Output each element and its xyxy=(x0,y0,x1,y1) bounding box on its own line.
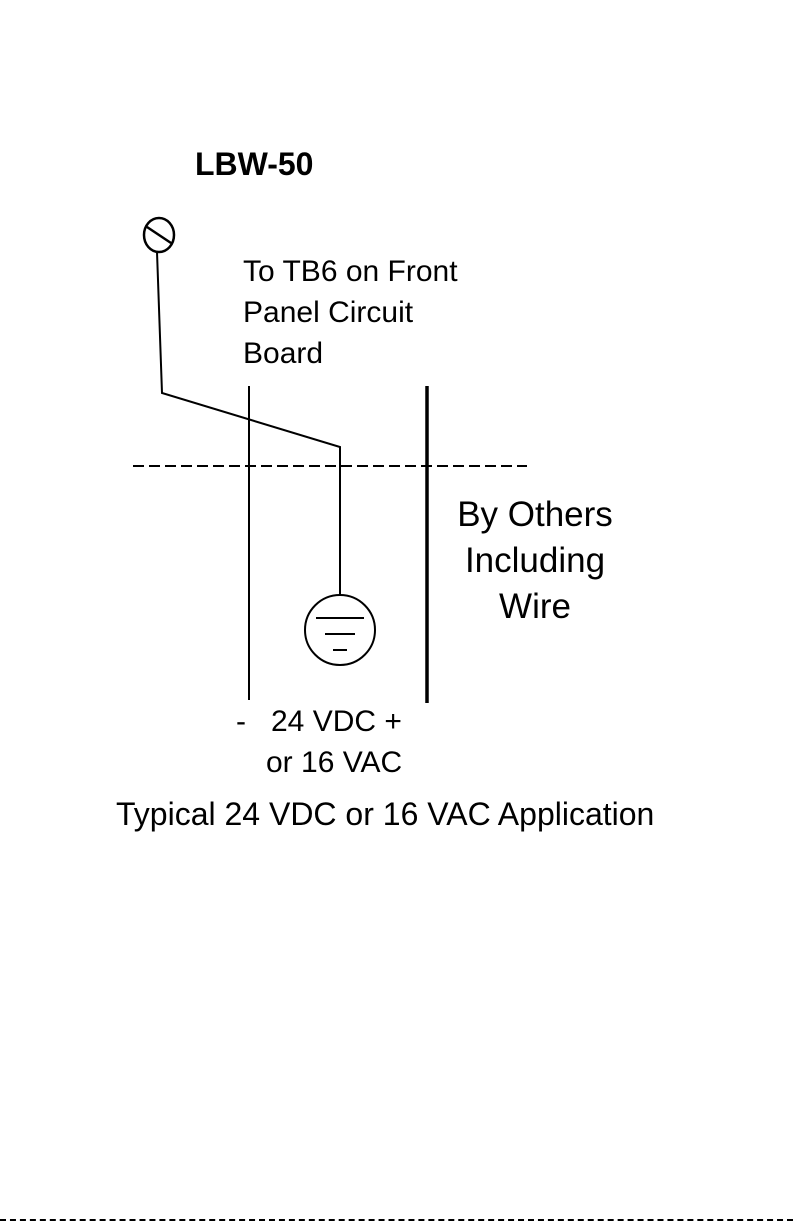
field-wiring-note-line: Wire xyxy=(425,587,645,627)
supply-polarity-label: - 24 VDC + xyxy=(236,705,402,739)
page-edge-rule xyxy=(0,1219,793,1221)
destination-line: Board xyxy=(243,337,323,371)
supply-alt-label: or 16 VAC xyxy=(266,746,402,780)
destination-line: To TB6 on Front xyxy=(243,255,458,289)
screw-terminal-icon xyxy=(144,218,174,252)
diagram-caption: Typical 24 VDC or 16 VAC Application xyxy=(116,796,654,833)
destination-line: Panel Circuit xyxy=(243,296,413,330)
field-wiring-note-line: Including xyxy=(425,541,645,581)
earth-ground-icon xyxy=(305,595,375,665)
field-wiring-note-line: By Others xyxy=(425,495,645,535)
model-label: LBW-50 xyxy=(195,146,313,183)
